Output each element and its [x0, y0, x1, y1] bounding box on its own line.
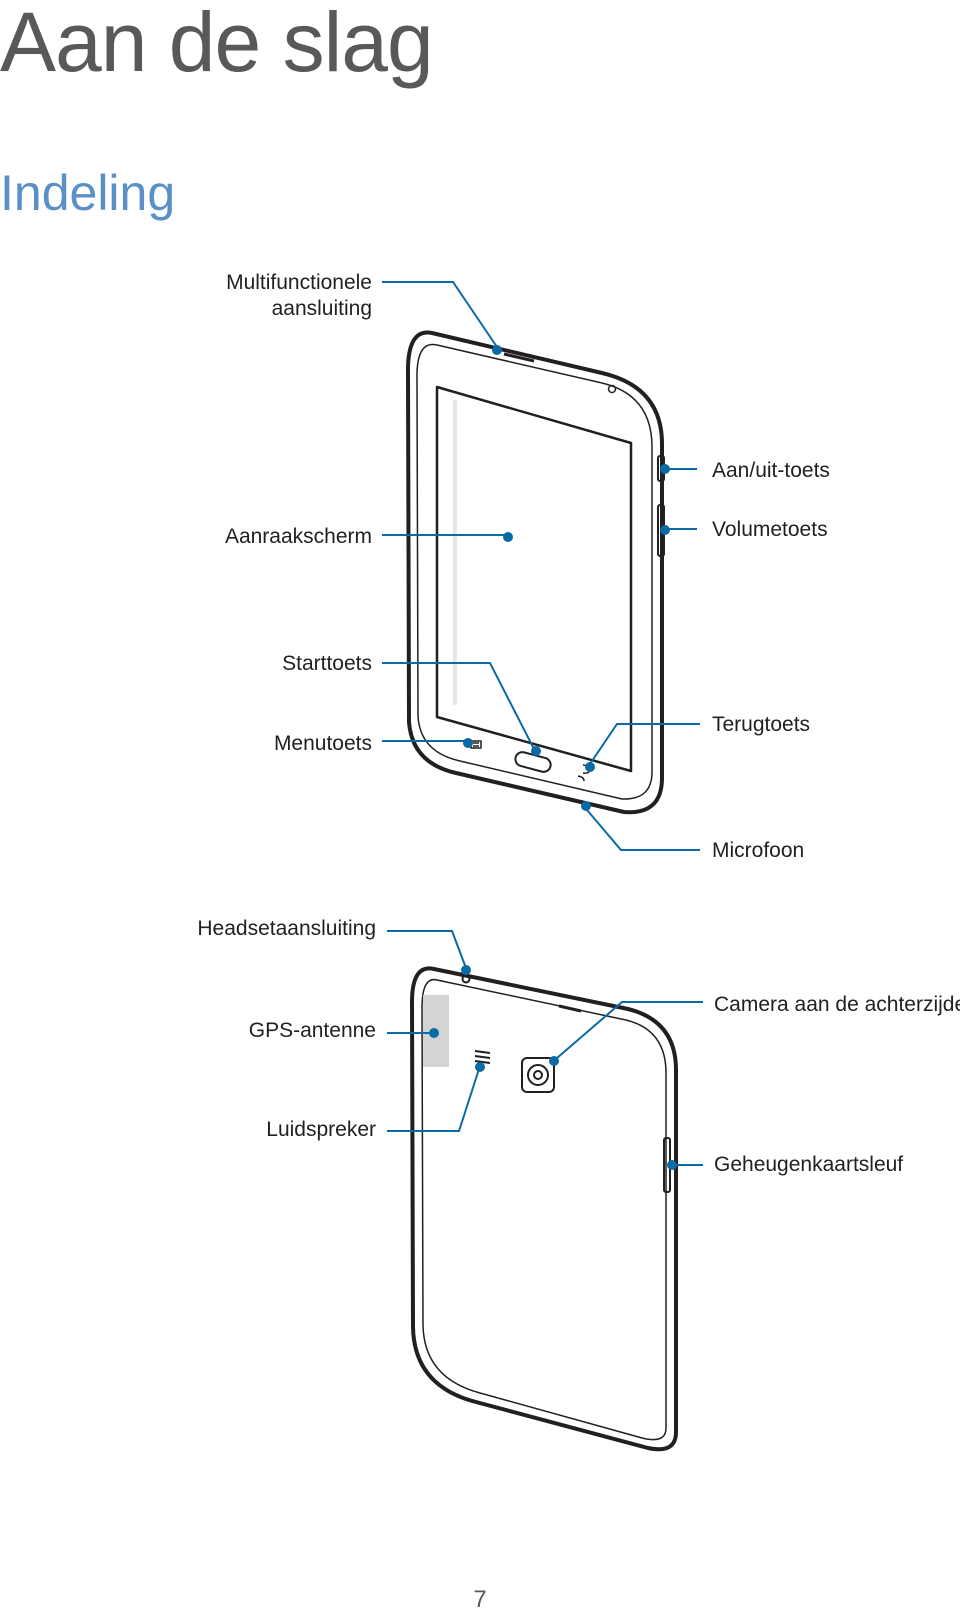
callout-microphone [586, 809, 700, 851]
callout-multifunction-port [382, 281, 498, 348]
callout-headset-jack [387, 930, 467, 969]
label-rear-camera: Camera aan de achterzijde [714, 993, 960, 1016]
label-home-key: Starttoets [282, 652, 372, 675]
back-device-outer-edge [410, 966, 678, 1452]
back-port-slot [558, 1004, 582, 1013]
chapter-title: Aan de slag [0, 0, 434, 89]
front-speaker-slot [503, 352, 535, 363]
speaker-grille [474, 1050, 491, 1064]
callout-home-key [382, 662, 535, 750]
label-speaker: Luidspreker [266, 1118, 376, 1141]
front-camera [607, 384, 617, 394]
label-power-key: Aan/uit-toets [712, 459, 830, 482]
label-touchscreen: Aanraakscherm [224, 525, 372, 548]
label-back-key: Terugtoets [712, 713, 811, 736]
callout-rear-camera [556, 1001, 703, 1059]
section-title: Indeling [0, 165, 176, 221]
front-device-illustration [405, 330, 665, 815]
front-screen [435, 385, 633, 773]
label-microphone: Microfoon [712, 839, 805, 862]
page-number: 7 [473, 1586, 487, 1613]
label-headset-jack: Headsetaansluiting [197, 917, 376, 940]
label-multifunction-port: Multifunctionele aansluiting [226, 271, 372, 320]
callout-back-key [589, 723, 700, 765]
label-gps-antenna: GPS-antenne [248, 1019, 376, 1042]
label-memory-card-slot: Geheugenkaartsleuf [714, 1153, 904, 1176]
front-callouts [382, 281, 700, 851]
front-device-outer-edge [405, 330, 664, 815]
rear-camera-module [521, 1057, 555, 1093]
front-callout-dots [463, 345, 670, 811]
back-callout-dots [429, 965, 677, 1170]
headset-jack [461, 974, 471, 984]
front-device-inner-edge [416, 343, 653, 800]
label-volume-key: Volumetoets [712, 518, 828, 541]
back-device-inner-edge [421, 978, 667, 1441]
callout-speaker [387, 1068, 480, 1132]
label-menu-key: Menutoets [273, 732, 372, 755]
microphone-hole [577, 775, 585, 782]
back-callouts [387, 930, 703, 1166]
back-device-illustration [410, 966, 678, 1452]
